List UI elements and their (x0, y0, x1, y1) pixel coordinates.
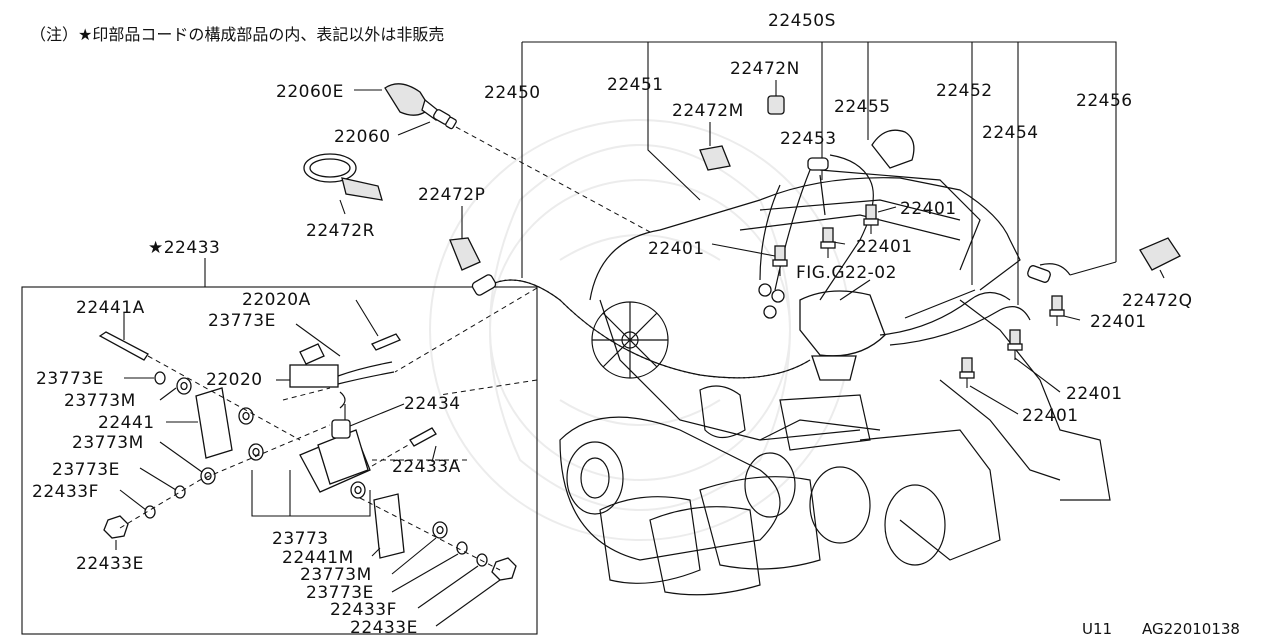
label-23773E-top: 23773E (208, 311, 276, 331)
coil-assembly (98, 331, 517, 581)
page-code: U11 (1082, 620, 1112, 638)
label-23773E-bottom: 23773E (306, 583, 374, 603)
spark-plug-2 (820, 227, 836, 258)
label-22401-3: 22401 (648, 239, 705, 259)
resistor-22020 (289, 364, 339, 388)
nut-22433E-1 (103, 515, 129, 539)
label-22020: 22020 (206, 370, 263, 390)
part-22472P-holder (449, 237, 481, 271)
label-22401-4: 22401 (1090, 312, 1147, 332)
spark-plug-1 (863, 204, 879, 234)
label-22441M: 22441M (282, 548, 354, 568)
part-22472N-clip (767, 95, 785, 115)
label-22441: 22441 (98, 413, 155, 433)
label-22433A: 22433A (392, 457, 461, 477)
label-22454: 22454 (982, 123, 1039, 143)
oil-cap-boot (871, 129, 915, 169)
bolt-22020A (371, 333, 401, 351)
label-22060: 22060 (334, 127, 391, 147)
distributor-cap (799, 290, 886, 357)
label-22472N: 22472N (730, 59, 800, 79)
label-23773M-left: 23773M (64, 391, 136, 411)
high-tension-cables (471, 154, 1071, 379)
label-22472Q: 22472Q (1122, 291, 1192, 311)
grommet-23773-1 (238, 407, 254, 425)
part-labels: 22450 22451 22472N 22472M 22455 22453 22… (32, 59, 1192, 638)
grommet-23773-3 (350, 481, 366, 499)
grommet-23773M-2 (200, 467, 216, 485)
subassembly-code-label: ★22433 (148, 238, 220, 258)
label-22433F-bottom: 22433F (330, 600, 397, 620)
label-22472R: 22472R (306, 221, 375, 241)
label-22472M: 22472M (672, 101, 744, 121)
bracket-22441M (373, 493, 405, 559)
label-22020A: 22020A (242, 290, 311, 310)
illustration-id: AG22010138 (1142, 620, 1240, 638)
leader-lines (339, 80, 1165, 415)
label-22401-1: 22401 (900, 199, 957, 219)
header-note: （注）★印部品コードの構成部品の内、表記以外は非販売 (30, 25, 444, 44)
spark-plug-5 (1007, 329, 1023, 360)
label-22456: 22456 (1076, 91, 1133, 111)
washer-22433F-2 (476, 553, 488, 567)
label-22433F-left: 22433F (32, 482, 99, 502)
group-code-label: 22450S (768, 11, 836, 31)
label-22434: 22434 (404, 394, 461, 414)
part-22472M-holder (699, 145, 731, 171)
label-22450: 22450 (484, 83, 541, 103)
label-22455: 22455 (834, 97, 891, 117)
label-23773M-mid: 23773M (72, 433, 144, 453)
label-22401-2: 22401 (856, 237, 913, 257)
label-22401-5: 22401 (1066, 384, 1123, 404)
spark-plug-4 (1049, 295, 1065, 326)
label-23773E-mid: 23773E (52, 460, 120, 480)
label-23773E-left: 23773E (36, 369, 104, 389)
ignition-coil-subassembly-box: ★22433 (21, 238, 538, 635)
bolt-22433A (409, 427, 437, 447)
part-22472Q-holder (1139, 237, 1181, 271)
leader-lines-box (115, 299, 501, 627)
distributor-body (811, 355, 857, 381)
spark-plug-3 (772, 245, 788, 276)
grommet-23773M-3 (432, 521, 448, 539)
engine-illustration (559, 129, 1111, 596)
label-22453: 22453 (780, 129, 837, 149)
label-22060E: 22060E (276, 82, 344, 102)
label-22451: 22451 (607, 75, 664, 95)
label-23773: 23773 (272, 529, 329, 549)
part-22060-fitting (433, 109, 457, 130)
bolt-22441A (98, 331, 149, 361)
label-22401-6: 22401 (1022, 406, 1079, 426)
label-22433E-bottom: 22433E (350, 618, 418, 638)
collar-23773E-1 (154, 371, 166, 385)
grommet-23773M-1 (176, 377, 192, 395)
grommet-23773-2 (248, 443, 264, 461)
spark-plug-6 (959, 357, 975, 388)
label-22452: 22452 (936, 81, 993, 101)
nut-22433E-2 (491, 557, 517, 581)
spark-plugs (772, 204, 1065, 388)
figure-reference: FIG.G22-02 (796, 263, 897, 283)
part-22060E-boot (384, 83, 441, 121)
label-22441A: 22441A (76, 298, 145, 318)
collar-23773E-2 (174, 485, 186, 499)
label-22433E-left: 22433E (76, 554, 144, 574)
label-22472P: 22472P (418, 185, 485, 205)
bracket-22441 (195, 387, 233, 459)
label-23773M-bottom: 23773M (300, 565, 372, 585)
part-22472R-clamp (303, 153, 383, 201)
